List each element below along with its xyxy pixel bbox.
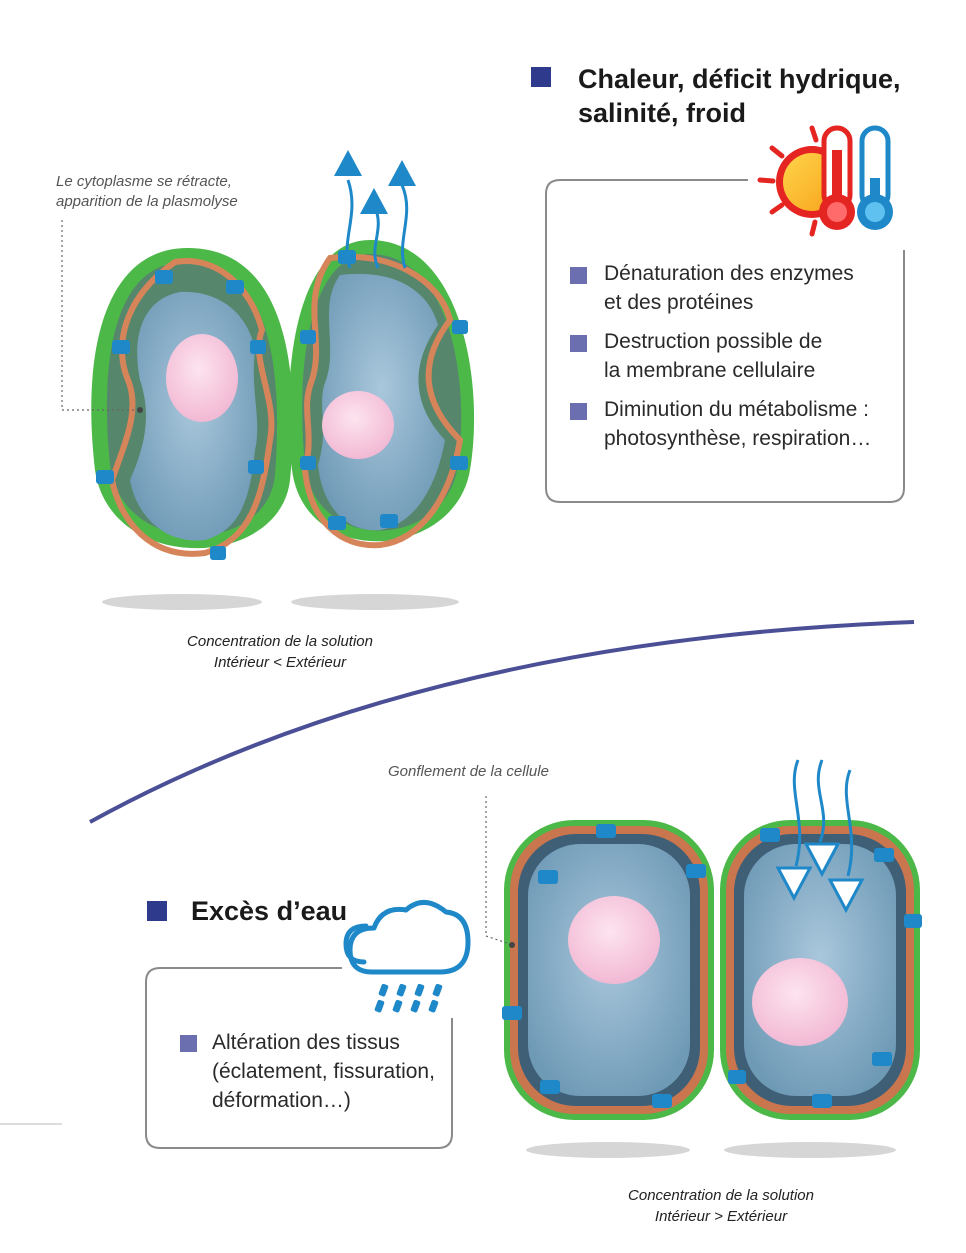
list-item-line: (éclatement, fissuration, [212,1060,435,1083]
list-item-line: la membrane cellulaire [604,359,816,382]
channel [300,456,316,470]
caption-line: Concentration de la solution [187,633,373,650]
list-item: Altération des tissus (éclatement, fissu… [212,1028,448,1115]
info-box-bottom [145,967,453,1149]
nucleus [568,896,660,984]
channel [812,1094,832,1108]
water-stream [844,769,854,877]
bullet-square [570,267,587,284]
channel [328,516,346,530]
heading-square-bottom [147,901,167,921]
channel [502,1006,522,1020]
divider-curve [89,620,915,824]
channel [450,456,468,470]
water-out-arrows [334,150,416,269]
membrane-channels [96,250,468,560]
list-item-line: Diminution du métabolisme : [604,398,869,421]
annotation-dot [137,407,143,413]
list-item-line: photosynthèse, respiration… [604,427,872,450]
arrow-up [334,150,362,176]
annotation-leader [485,796,511,945]
cell-shadow [526,1142,690,1158]
list-item: Destruction possible de la membrane cell… [604,327,894,385]
channel [872,1052,892,1066]
bullet-square [570,403,587,420]
cell-shadow [102,594,262,610]
channel [380,514,398,528]
channel [300,330,316,344]
channel [874,848,894,862]
list-item: Diminution du métabolisme : photosynthès… [604,395,900,453]
channel [248,460,264,474]
arrow-up [360,188,388,214]
annotation-swelling: Gonflement de la cellule [388,763,549,780]
cell-membrane [108,258,275,557]
channel [112,340,130,354]
arrow-down [827,878,865,914]
sun-thermometer-icon [757,125,893,237]
channel [538,870,558,884]
bullet-square [180,1035,197,1052]
channel [904,914,922,928]
bullet-square [570,335,587,352]
channel [96,470,114,484]
channel [686,864,706,878]
channel [155,270,173,284]
cell-shadow [291,594,459,610]
caption-bottom: Concentration de la solution Intérieur >… [590,1185,852,1227]
channel [226,280,244,294]
channel [250,340,266,354]
arrow-up [388,160,416,186]
caption-line: Concentration de la solution [628,1187,814,1204]
arrow-down [803,842,841,878]
water-stream [345,179,354,269]
rain-cloud-icon [343,900,471,1013]
arrow-down [775,866,813,902]
water-stream [792,759,802,867]
plasmolysed-cells [61,150,475,610]
list-item-line: déformation…) [212,1089,351,1112]
heading-top-line1: Chaleur, déficit hydrique, [578,64,901,94]
nucleus [166,334,238,422]
list-item-line: Dénaturation des enzymes [604,262,854,285]
heading-top: Chaleur, déficit hydrique, salinité, fro… [578,62,908,130]
annotation-dot [509,942,515,948]
cell-membrane [301,253,464,549]
channel [728,1070,746,1084]
list-item-line: Destruction possible de [604,330,823,353]
channel [540,1080,560,1094]
caption-line: Intérieur < Extérieur [213,654,347,671]
heading-bottom: Excès d’eau [191,896,348,926]
channel [596,824,616,838]
list-item: Dénaturation des enzymes et des protéine… [604,259,894,317]
annotation-plasmolysis: Le cytoplasme se rétracte, apparition de… [56,172,296,212]
turgid-cells [485,759,922,1158]
caption-line: Intérieur > Extérieur [654,1208,788,1225]
channel [652,1094,672,1108]
info-box-top [545,179,905,503]
list-item-line: et des protéines [604,291,754,314]
cell-shadow [724,1142,896,1158]
water-in-arrows [775,759,865,914]
channel [760,828,780,842]
annotation-line: apparition de la plasmolyse [56,193,238,210]
channel [210,546,226,560]
list-item-line: Altération des tissus [212,1031,400,1054]
water-stream [400,184,409,269]
nucleus [322,391,394,459]
heading-square-top [531,67,551,87]
caption-top: Concentration de la solution Intérieur <… [150,631,410,673]
annotation-leader [61,220,138,411]
annotation-line: Le cytoplasme se rétracte, [56,173,232,190]
channel [452,320,468,334]
water-stream [816,759,826,843]
membrane-channels [502,824,922,1108]
nucleus [752,958,848,1046]
heading-top-line2: salinité, froid [578,98,747,128]
